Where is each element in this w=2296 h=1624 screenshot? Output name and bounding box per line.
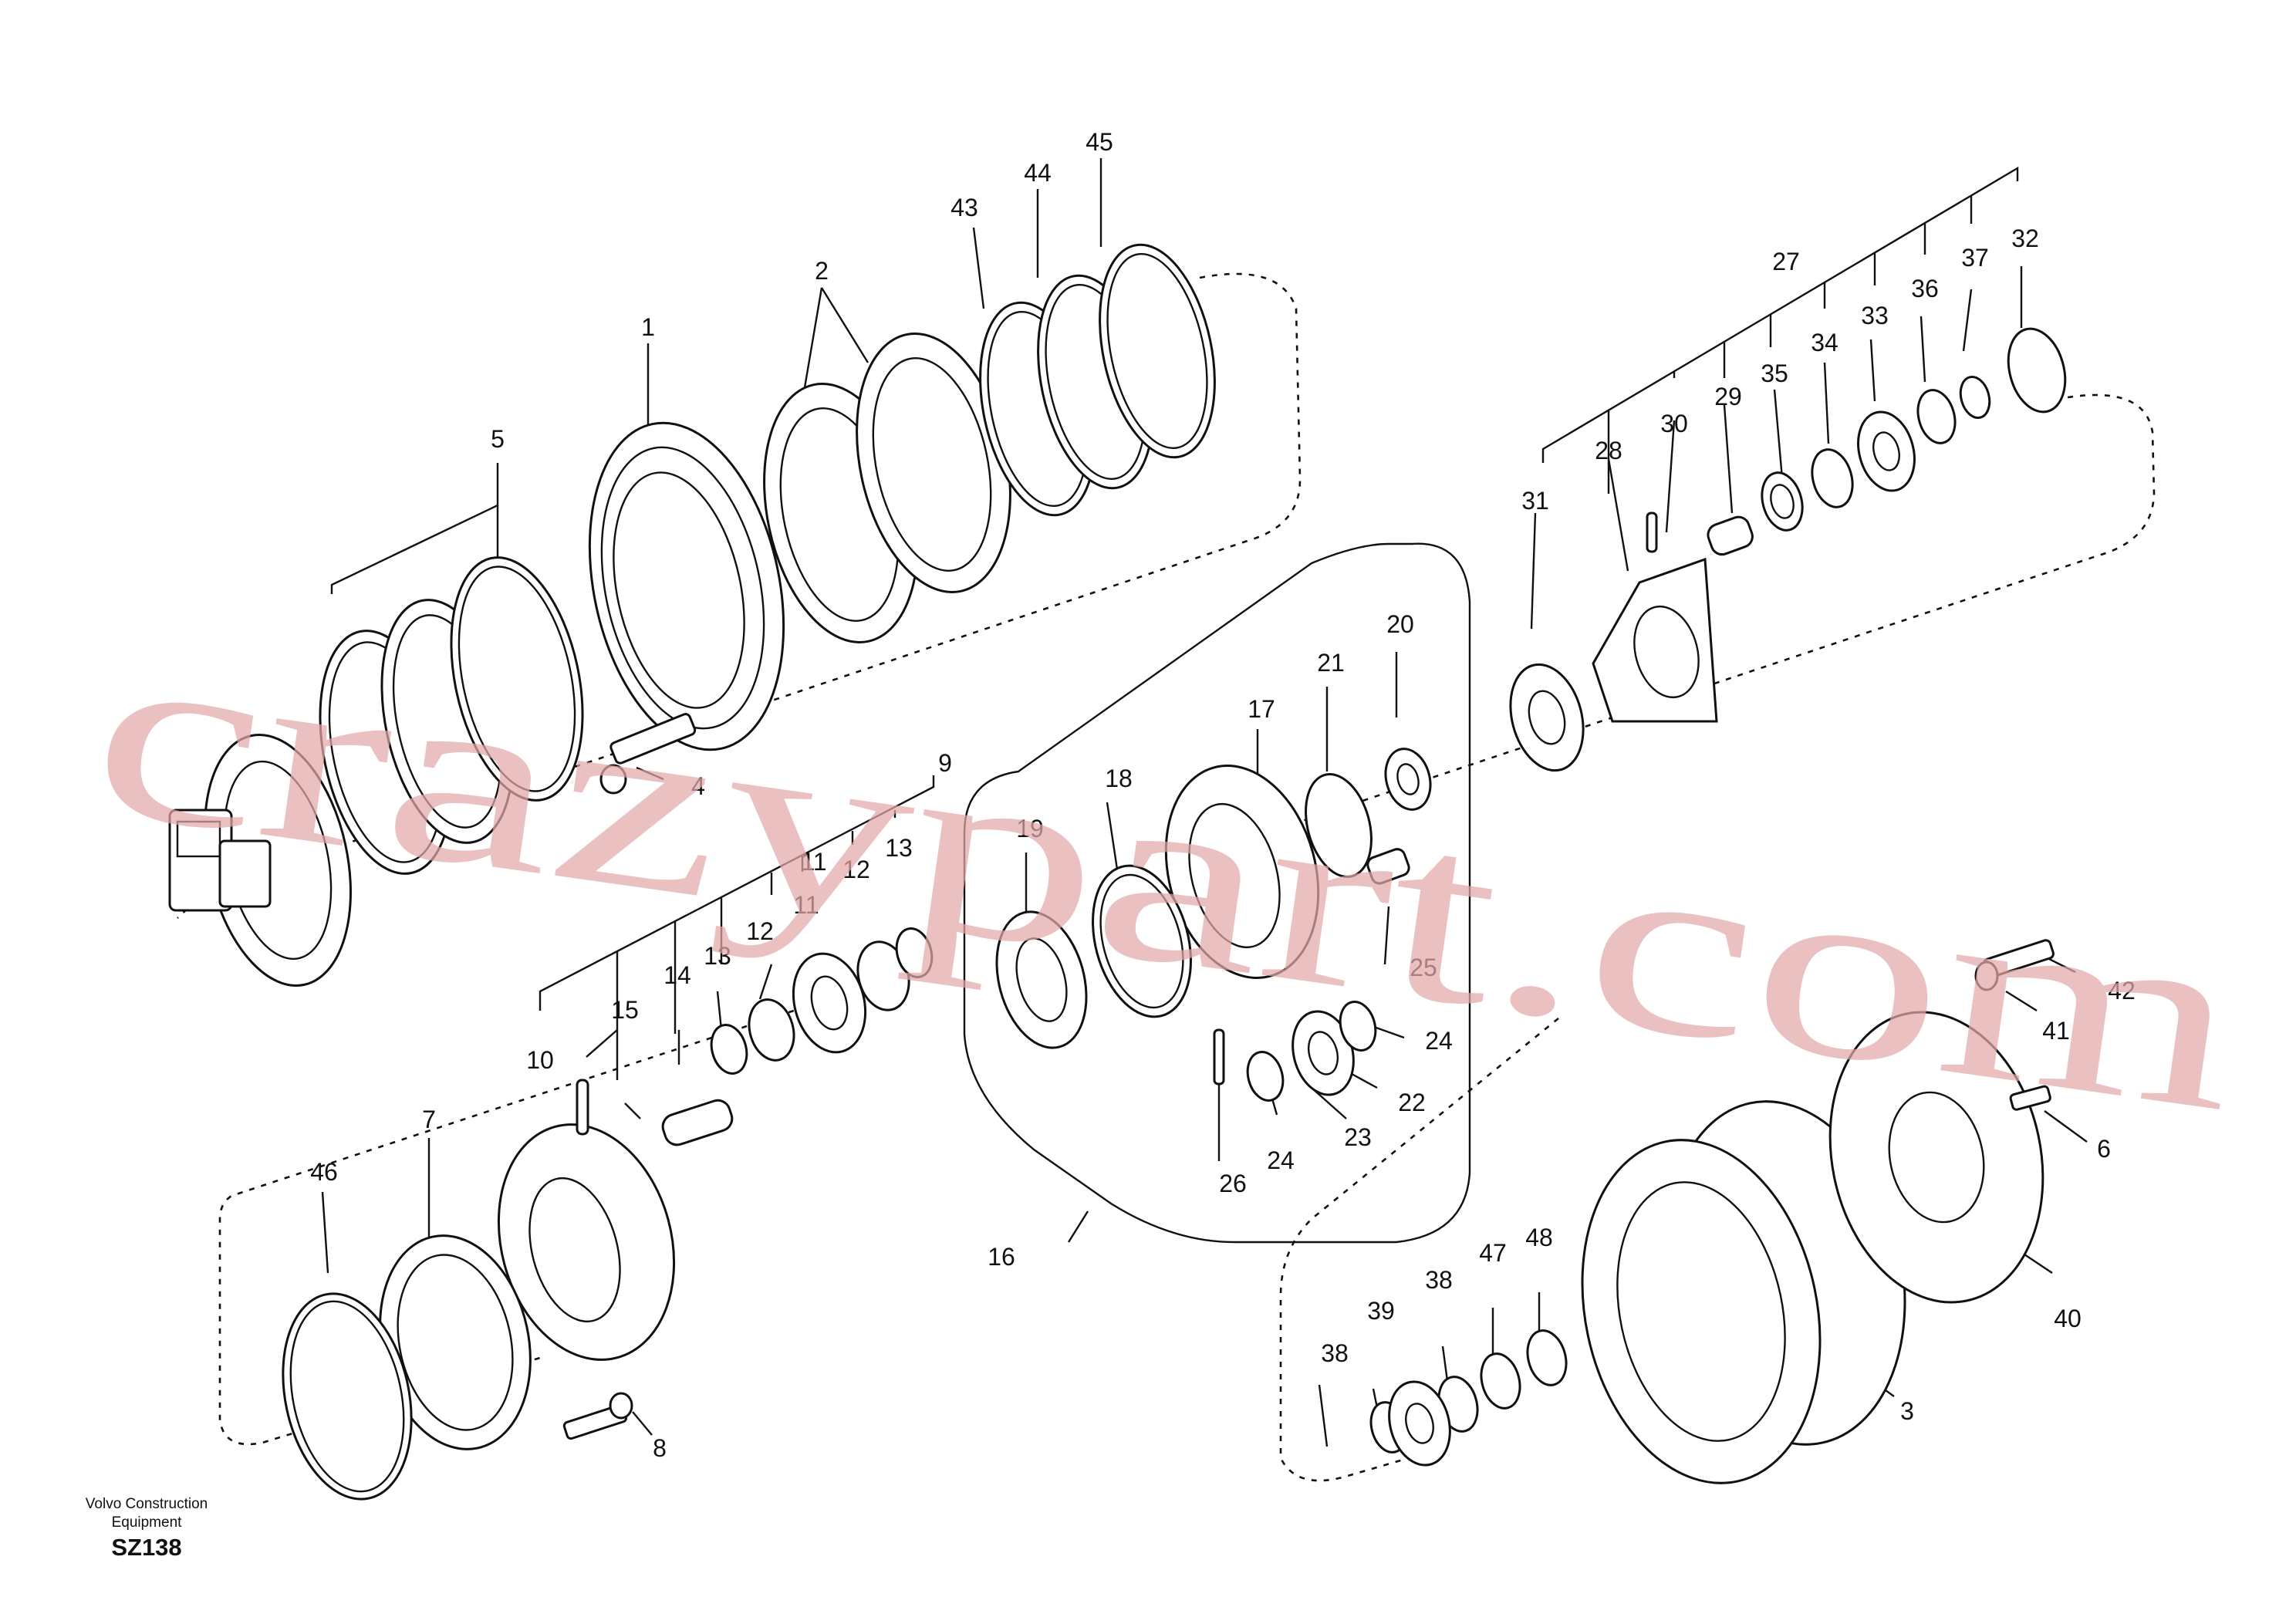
ring-part-21 bbox=[1305, 773, 1373, 878]
assembly-outline-lower-left bbox=[218, 986, 865, 1446]
washers-part-24 bbox=[1246, 1001, 1377, 1102]
callout-label: 44 bbox=[1024, 159, 1052, 187]
callout-label: 30 bbox=[1660, 410, 1688, 437]
gear-part-31 bbox=[1509, 663, 1585, 772]
gear-part-39 bbox=[1388, 1380, 1451, 1467]
callout-label: 16 bbox=[988, 1243, 1015, 1271]
gears-part-11-12-13 bbox=[710, 927, 934, 1075]
callout-label: 32 bbox=[2011, 225, 2039, 252]
callout-label: 12 bbox=[746, 917, 774, 945]
callout-label: 39 bbox=[1367, 1297, 1395, 1325]
carrier-plate-part-28 bbox=[1592, 557, 1718, 723]
callout-label: 11 bbox=[801, 848, 826, 876]
callout-label: 38 bbox=[1425, 1266, 1453, 1294]
callout-label: 46 bbox=[310, 1158, 338, 1186]
washer-part-36 bbox=[1916, 389, 1957, 444]
washer-part-41 bbox=[1974, 961, 1999, 991]
callout-label: 13 bbox=[885, 834, 913, 862]
callout-label: 11 bbox=[793, 891, 819, 919]
pin-part-29 bbox=[1707, 515, 1754, 556]
callout-label: 31 bbox=[1521, 487, 1549, 515]
pin-part-25 bbox=[1366, 848, 1410, 885]
callout-label: 18 bbox=[1105, 765, 1133, 792]
callout-label: 22 bbox=[1398, 1089, 1426, 1116]
callout-label: 40 bbox=[2054, 1305, 2082, 1332]
bearing-part-34 bbox=[1811, 448, 1854, 508]
callout-label: 41 bbox=[2042, 1017, 2070, 1045]
callout-label: 3 bbox=[1900, 1397, 1914, 1425]
callout-label: 35 bbox=[1761, 360, 1788, 387]
callout-labels: 1 2 3 4 5 6 7 8 9 10 11 11 12 12 13 13 1… bbox=[310, 128, 2136, 1462]
o-ring-part-46 bbox=[282, 1292, 413, 1501]
callout-label: 6 bbox=[2097, 1135, 2111, 1163]
hub-assembly-part-5 bbox=[168, 734, 352, 987]
callout-label: 4 bbox=[691, 772, 705, 800]
watermark-text: crazypart.com bbox=[78, 586, 2257, 1165]
planet-carrier-part-10 bbox=[497, 1123, 676, 1361]
callout-label: 2 bbox=[815, 257, 829, 285]
seal-rings-part-5 bbox=[319, 556, 584, 875]
bearing-part-2 bbox=[763, 333, 1011, 643]
callout-label: 14 bbox=[663, 961, 691, 989]
cover-part-40 bbox=[1828, 1011, 2044, 1304]
ring-part-32 bbox=[2007, 327, 2067, 414]
plug-part-6 bbox=[2009, 1085, 2051, 1111]
callout-label: 34 bbox=[1811, 329, 1838, 356]
gear-part-33 bbox=[1857, 410, 1916, 492]
bolt-part-8 bbox=[562, 1392, 633, 1440]
callout-label: 10 bbox=[526, 1046, 554, 1074]
washer-part-35 bbox=[1761, 471, 1804, 532]
planet-carrier-part-17 bbox=[1164, 765, 1320, 979]
callout-label: 37 bbox=[1961, 244, 1989, 272]
callout-label: 38 bbox=[1321, 1339, 1349, 1367]
callout-label: 20 bbox=[1386, 610, 1414, 638]
o-rings-part-43-44-45 bbox=[979, 243, 1216, 517]
pin-part-30 bbox=[1646, 512, 1658, 553]
callout-label: 24 bbox=[1425, 1027, 1453, 1055]
gear-part-19 bbox=[995, 910, 1088, 1049]
callout-label: 45 bbox=[1086, 128, 1113, 156]
callout-label: 28 bbox=[1595, 437, 1622, 464]
callout-label: 23 bbox=[1344, 1123, 1372, 1151]
callout-label: 8 bbox=[653, 1434, 667, 1462]
ring-part-18 bbox=[1092, 864, 1192, 1018]
washer-part-20 bbox=[1384, 748, 1432, 811]
callout-label: 13 bbox=[704, 942, 731, 970]
manufacturer-line-1: Volvo Construction bbox=[85, 1496, 208, 1512]
callout-label: 48 bbox=[1525, 1224, 1553, 1251]
manufacturer-caption: Volvo Construction Equipment bbox=[54, 1495, 239, 1532]
callout-label: 25 bbox=[1410, 954, 1437, 981]
callout-label: 43 bbox=[950, 194, 978, 221]
ring-part-37 bbox=[1959, 376, 1991, 419]
callout-label: 33 bbox=[1861, 302, 1889, 329]
callout-label: 15 bbox=[611, 996, 639, 1024]
callout-label: 27 bbox=[1772, 248, 1800, 275]
bolt-part-4 bbox=[599, 713, 697, 795]
pin-part-14 bbox=[661, 1099, 734, 1146]
callout-label: 5 bbox=[491, 425, 505, 453]
callout-label: 7 bbox=[422, 1106, 436, 1133]
callout-label: 47 bbox=[1479, 1239, 1507, 1267]
callout-label: 17 bbox=[1248, 695, 1275, 723]
callout-label: 1 bbox=[641, 313, 655, 341]
callout-label: 42 bbox=[2108, 977, 2136, 1004]
manufacturer-line-2: Equipment bbox=[111, 1514, 182, 1531]
callout-label: 29 bbox=[1714, 383, 1742, 410]
callout-label: 24 bbox=[1267, 1146, 1295, 1174]
callout-label: 36 bbox=[1911, 275, 1939, 302]
callout-label: 19 bbox=[1016, 815, 1044, 842]
callout-label: 26 bbox=[1219, 1170, 1247, 1197]
pin-part-15 bbox=[576, 1079, 589, 1136]
callout-label: 21 bbox=[1317, 649, 1345, 677]
callout-label: 12 bbox=[842, 856, 870, 883]
bracket-lines bbox=[321, 158, 2088, 1447]
group-outline-16 bbox=[963, 542, 1471, 1244]
housing-ring-part-1 bbox=[588, 421, 785, 751]
callout-label: 9 bbox=[938, 749, 952, 777]
diagram-code: SZ138 bbox=[111, 1534, 182, 1561]
pin-part-26 bbox=[1213, 1028, 1225, 1085]
